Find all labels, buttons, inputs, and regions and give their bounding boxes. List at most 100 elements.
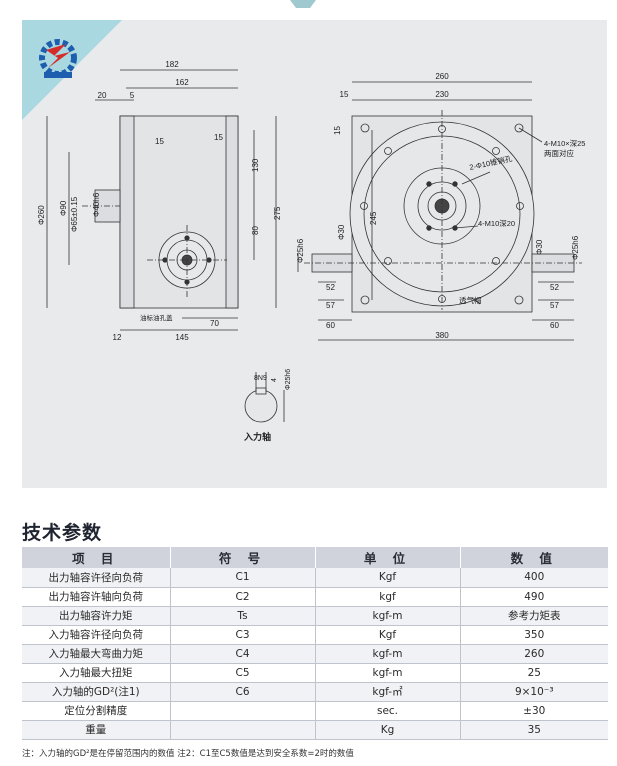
side-view — [46, 69, 277, 331]
table-row: 重量 Kg 35 — [22, 720, 608, 740]
tap-note: 4-M10深20 — [478, 219, 515, 228]
cell-item: 入力轴最大扭矩 — [22, 663, 171, 683]
cell-value: 35 — [460, 720, 608, 740]
dim-52-left: 52 — [326, 283, 335, 292]
cell-value: 25 — [460, 663, 608, 683]
shaft-detail — [244, 372, 285, 423]
dim-57-left: 57 — [326, 301, 335, 310]
dim-phi260: Φ260 — [37, 205, 46, 225]
dim-phi30-right: Φ30 — [535, 239, 544, 255]
cell-symbol: C2 — [170, 587, 316, 607]
dim-130: 130 — [251, 158, 260, 172]
dim-phi65: Φ65±0.15 — [70, 196, 79, 232]
dim-145: 145 — [175, 333, 189, 342]
dim-182: 182 — [165, 60, 179, 69]
dim-5: 5 — [130, 91, 135, 100]
table-row: 出力轴容许力矩 Ts kgf-m 参考力矩表 — [22, 606, 608, 626]
cell-item: 入力轴的GD²(注1) — [22, 682, 171, 702]
cell-value: ±30 — [460, 701, 608, 721]
table-row: 出力轴容许径向负荷 C1 Kgf 400 — [22, 568, 608, 588]
header-value: 数 值 — [460, 547, 608, 568]
cell-value: 9×10⁻³ — [460, 682, 608, 702]
cell-unit: Kgf — [315, 568, 461, 588]
key-width-label: 8N9 — [254, 375, 267, 382]
cell-symbol: C6 — [170, 682, 316, 702]
dim-380: 380 — [435, 331, 449, 340]
top-notch-decoration — [290, 0, 316, 8]
footnote: 注：入力轴的GD²是在停留范围内的数值 注2：C1至C5数值是达到安全系数=2时… — [22, 749, 354, 759]
dim-12: 12 — [113, 333, 122, 342]
shaft-caption: 入力轴 — [243, 431, 271, 442]
cell-symbol — [170, 701, 316, 721]
dim-phi90: Φ90 — [59, 200, 68, 216]
cell-unit: Kgf — [315, 625, 461, 645]
cell-unit: kgf-m — [315, 644, 461, 664]
table-row: 入力轴的GD²(注1) C6 kgf-㎡ 9×10⁻³ — [22, 682, 608, 702]
cell-value: 260 — [460, 644, 608, 664]
dim-phi25h6-right: Φ25h6 — [571, 235, 580, 260]
dim-phi30-left: Φ30 — [337, 224, 346, 240]
table-row: 出力轴容许轴向负荷 C2 kgf 490 — [22, 587, 608, 607]
cell-symbol: Ts — [170, 606, 316, 626]
dim-275: 275 — [273, 206, 282, 220]
dim-230: 230 — [435, 90, 449, 99]
dim-phi25h6-left: Φ25h6 — [296, 238, 305, 263]
cell-item: 定位分割精度 — [22, 701, 171, 721]
dim-245: 245 — [369, 211, 378, 225]
table-header-row: 项 目 符 号 单 位 数 值 — [22, 547, 608, 568]
cell-symbol: C3 — [170, 625, 316, 645]
cell-value: 参考力矩表 — [460, 606, 608, 626]
dim-52-right: 52 — [550, 283, 559, 292]
dim-side-15b: 15 — [214, 133, 223, 142]
dim-80: 80 — [251, 226, 260, 235]
dim-front-15: 15 — [340, 90, 349, 99]
cell-value: 400 — [460, 568, 608, 588]
technical-drawing-panel: 182 162 20 5 15 15 130 80 275 70 145 12 … — [22, 20, 607, 488]
vent-note: 透气帽 — [459, 295, 482, 305]
table-row: 入力轴最大扭矩 C5 kgf-m 25 — [22, 663, 608, 683]
cell-item: 出力轴容许力矩 — [22, 606, 171, 626]
cell-unit: Kg — [315, 720, 461, 740]
cell-unit: kgf-㎡ — [315, 682, 461, 702]
cell-item: 出力轴容许径向负荷 — [22, 568, 171, 588]
technical-drawing: 182 162 20 5 15 15 130 80 275 70 145 12 … — [37, 60, 585, 442]
dim-60-left: 60 — [326, 321, 335, 330]
cell-value: 350 — [460, 625, 608, 645]
cell-symbol: C1 — [170, 568, 316, 588]
cell-symbol: C5 — [170, 663, 316, 683]
oil-cap-label: 油标油孔盖 — [140, 313, 173, 322]
dim-front-15-vertical: 15 — [333, 126, 342, 135]
dim-side-15a: 15 — [155, 137, 164, 146]
cell-symbol — [170, 720, 316, 740]
dim-162: 162 — [175, 78, 189, 87]
company-logo — [22, 20, 122, 120]
cell-item: 入力轴最大弯曲力矩 — [22, 644, 171, 664]
dim-70: 70 — [210, 319, 219, 328]
dim-57-right: 57 — [550, 301, 559, 310]
key-depth-label: 4 — [271, 378, 278, 382]
section-title: 技术参数 — [22, 522, 103, 544]
cell-unit: sec. — [315, 701, 461, 721]
shaft-dia-label: Φ25h6 — [285, 369, 292, 390]
header-item: 项 目 — [22, 547, 171, 568]
header-symbol: 符 号 — [170, 547, 316, 568]
cell-symbol: C4 — [170, 644, 316, 664]
hole-note: 4-M10×深25 — [544, 139, 585, 148]
table-row: 入力轴最大弯曲力矩 C4 kgf-m 260 — [22, 644, 608, 664]
cell-item: 重量 — [22, 720, 171, 740]
cell-item: 入力轴容许径向负荷 — [22, 625, 171, 645]
dim-phi40: Φ40h6 — [92, 192, 101, 217]
dim-60-right: 60 — [550, 321, 559, 330]
cell-item: 出力轴容许轴向负荷 — [22, 587, 171, 607]
table-row: 入力轴容许径向负荷 C3 Kgf 350 — [22, 625, 608, 645]
cell-unit: kgf — [315, 587, 461, 607]
front-view — [297, 81, 582, 341]
cell-unit: kgf-m — [315, 606, 461, 626]
dim-20: 20 — [98, 91, 107, 100]
dim-260: 260 — [435, 72, 449, 81]
table-row: 定位分割精度 sec. ±30 — [22, 701, 608, 721]
cell-value: 490 — [460, 587, 608, 607]
cell-unit: kgf-m — [315, 663, 461, 683]
header-unit: 单 位 — [315, 547, 461, 568]
parameters-table: 项 目 符 号 单 位 数 值 出力轴容许径向负荷 C1 Kgf 400 出力轴… — [22, 547, 608, 740]
